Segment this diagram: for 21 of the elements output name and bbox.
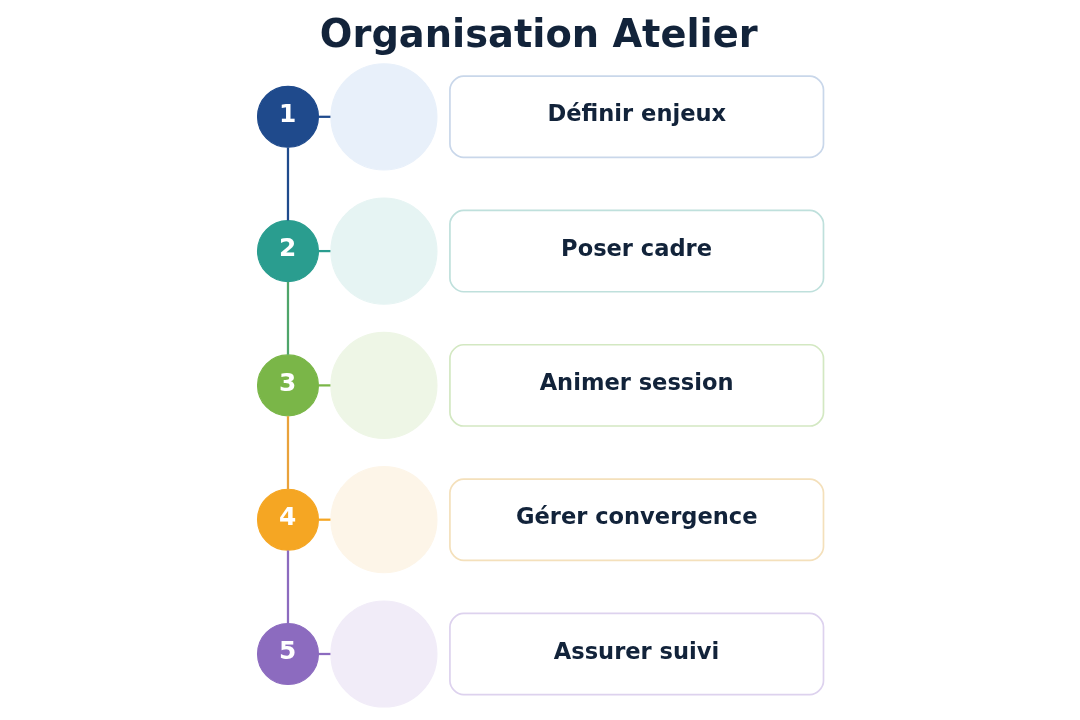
- node-circle: 5: [256, 622, 319, 686]
- connector: [286, 281, 289, 355]
- node-circle: 4: [256, 488, 319, 551]
- connector: [286, 550, 289, 624]
- node-box: Gérer convergence: [448, 478, 824, 562]
- node-circle: 3: [256, 354, 319, 417]
- connector: [286, 147, 289, 221]
- node-circle: [329, 197, 437, 305]
- node-box: Assurer suivi: [448, 612, 824, 696]
- node-circle: [329, 63, 437, 171]
- node-box: Animer session: [448, 343, 824, 427]
- node-circle: 2: [256, 220, 319, 283]
- node-circle: [329, 331, 437, 439]
- node-circle: 1: [256, 85, 319, 148]
- node-circle: [329, 466, 437, 574]
- node-circle: [329, 600, 437, 708]
- connector: [286, 416, 289, 490]
- node-box: Poser cadre: [448, 209, 824, 293]
- node-box: Définir enjeux: [448, 75, 824, 159]
- diagram-title: Organisation Atelier: [319, 11, 758, 57]
- connector: [318, 384, 330, 387]
